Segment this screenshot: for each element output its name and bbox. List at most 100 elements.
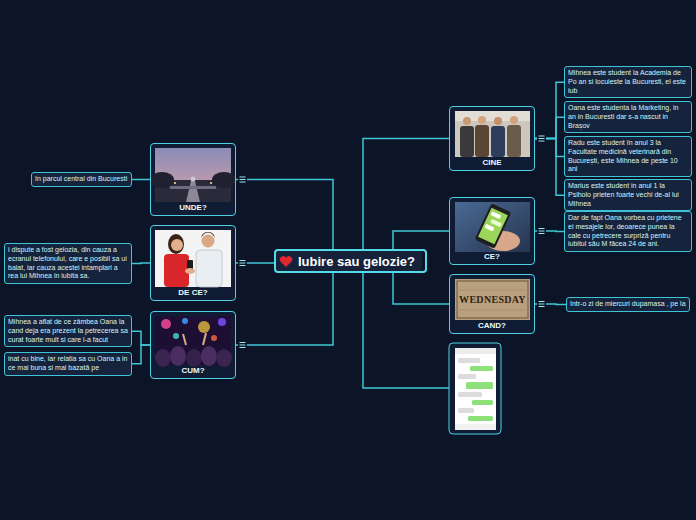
chat-screenshot-part (466, 382, 493, 389)
chat-screenshot-part (458, 392, 482, 397)
menu-icon-part (240, 345, 246, 346)
people-photo-part (463, 117, 471, 125)
card-ground-part (150, 225, 236, 301)
chat-screenshot-part (458, 358, 480, 363)
card-ground-part (274, 249, 422, 273)
branch-connector (393, 273, 449, 304)
card-label: DE CE? (151, 288, 235, 298)
people-photo (455, 111, 530, 157)
menu-icon-part (539, 141, 545, 142)
branch-connector (363, 139, 449, 250)
branch-connector (132, 179, 150, 181)
menu-icon-part (240, 260, 246, 261)
menu-icon-part (539, 306, 545, 307)
note-text: Oana este studenta la Marketing, in an i… (568, 104, 688, 130)
people-photo-part (494, 117, 502, 125)
branch-connector (236, 273, 333, 345)
phone-photo-part-part (490, 211, 501, 219)
menu-icon-part (539, 231, 545, 232)
card-label: CUM? (151, 366, 235, 376)
note-text: Mihnea a aflat de ce zâmbea Oana la cand… (8, 318, 128, 344)
chat-screenshot-part (472, 400, 493, 405)
party-photo-part (183, 334, 186, 345)
card-ground-part (150, 311, 236, 379)
party-photo-part (201, 346, 217, 366)
chat-screenshot-part (468, 416, 493, 421)
party-photo-part (170, 346, 186, 366)
party-photo-part (186, 349, 202, 367)
chat-screenshot-part (458, 408, 474, 413)
phone-photo-part (455, 202, 530, 252)
chat-screenshot-part (458, 374, 476, 379)
menu-icon-part (238, 175, 247, 184)
note-box: Dar de fapt Oana vorbea cu prietene ei m… (564, 211, 692, 252)
menu-icon-part (238, 341, 247, 350)
park-photo-part (210, 182, 212, 184)
wednesday-photo-part (455, 290, 530, 291)
chat-screenshot (449, 343, 501, 434)
branch-connector (132, 331, 150, 345)
couple-photo-part (196, 250, 222, 287)
topic-text: Iubire sau gelozie? (298, 254, 415, 269)
chat-screenshot-part (455, 348, 496, 430)
people-photo-part (510, 116, 518, 124)
note-text: Dar de fapt Oana vorbea cu prietene ei m… (568, 214, 688, 249)
couple-photo-part (202, 232, 215, 239)
party-photo-part (155, 349, 171, 367)
picture-text: WEDNESDAY (455, 279, 530, 320)
card-label: CE? (450, 252, 534, 262)
note-text: Mihnea este student la Academia de Po an… (568, 69, 688, 95)
park-photo-part (212, 172, 236, 188)
chat-connector (363, 273, 449, 388)
couple-photo (155, 230, 231, 287)
image-card: CE? (449, 197, 535, 265)
park-photo-part (174, 182, 176, 184)
note-box: Oana este studenta la Marketing, in an i… (564, 101, 692, 133)
card-label: CAND? (450, 321, 534, 331)
chat-screenshot-part (449, 343, 501, 434)
note-box: Radu este student în anul 3 la Facultate… (564, 136, 692, 177)
park-photo-part (186, 181, 200, 202)
branch-connector (535, 82, 564, 138)
card-ground-part (449, 274, 535, 334)
image-card: UNDE? (150, 143, 236, 216)
menu-icon-part (539, 136, 545, 137)
people-photo-part (507, 125, 521, 157)
menu-icon-part (539, 301, 545, 302)
heart-icon (280, 256, 292, 267)
note-text: Radu este student în anul 3 la Facultate… (568, 139, 688, 174)
menu-icon-part (539, 233, 545, 234)
wednesday-photo (455, 279, 530, 320)
note-text: Marius este student in anul 1 la Psiholo… (568, 182, 688, 208)
menu-icon-part (240, 263, 246, 264)
menu-icon-part (539, 138, 545, 139)
note-box: i dispute a fost gelozia, din cauza a ec… (4, 243, 132, 284)
chat-connector-part (363, 273, 449, 388)
park-photo-part (150, 172, 174, 188)
party-photo-part (211, 335, 217, 341)
people-photo-part (475, 125, 489, 157)
note-text: inat cu bine, iar relatia sa cu Oana a i… (8, 355, 128, 373)
phone-photo (455, 202, 530, 252)
menu-icon-part (240, 179, 246, 180)
phone-photo-part (475, 203, 512, 249)
people-photo-part (455, 111, 530, 157)
phone-photo-part-part (478, 208, 508, 245)
couple-photo-part (168, 234, 184, 254)
party-photo-part (173, 333, 179, 339)
branch-connector (132, 262, 150, 264)
card-ground (150, 106, 535, 379)
party-photo-part (198, 321, 210, 333)
image-card: DE CE? (150, 225, 236, 301)
branch-connector (236, 180, 333, 250)
menu-icon-part (240, 177, 246, 178)
menu-icon-part (539, 228, 545, 229)
note-box: Mihnea a aflat de ce zâmbea Oana la cand… (4, 315, 132, 347)
party-photo-part (182, 318, 188, 324)
card-label: UNDE? (151, 203, 235, 213)
note-box: Mihnea este student la Academia de Po an… (564, 66, 692, 98)
menu-icon-part (240, 265, 246, 266)
image-card: CUM? (150, 311, 236, 379)
party-photo-part (218, 318, 226, 326)
